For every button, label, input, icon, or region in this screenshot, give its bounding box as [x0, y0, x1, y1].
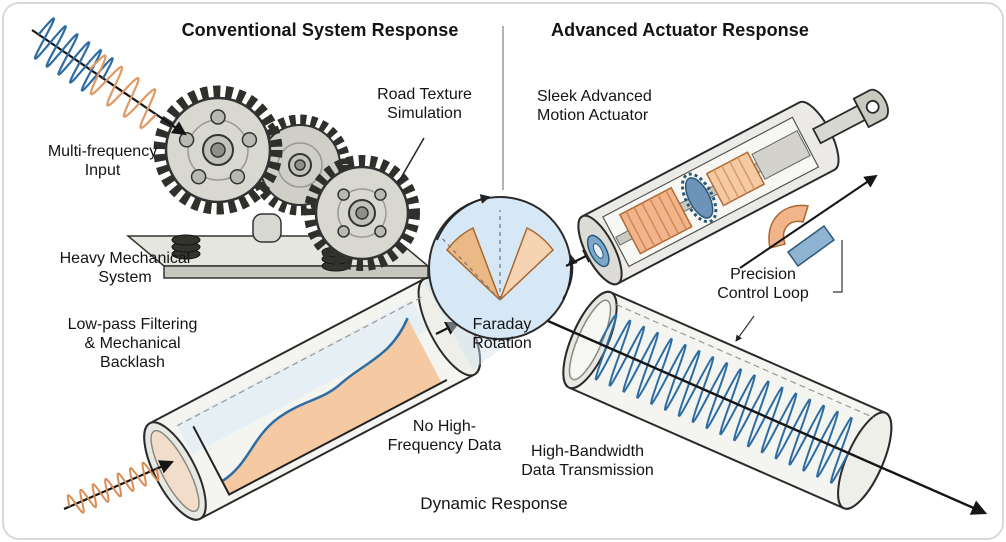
gear-system-illustration: [125, 85, 431, 279]
input-wave-orange: [89, 54, 157, 130]
label-road-texture-simulation: Road Texture Simulation: [377, 86, 472, 122]
label-multi-frequency-input: Multi-frequency Input: [47, 143, 158, 179]
small-orange-wave: [66, 461, 160, 514]
clevis-hole: [865, 99, 880, 114]
title-conventional: Conventional System Response: [181, 20, 459, 40]
flow-arrow-circle-to-output: [547, 319, 988, 515]
label-dynamic-response: Dynamic Response: [420, 494, 568, 513]
rotation-arc-right: [562, 254, 578, 300]
actuator-illustration: [577, 88, 889, 286]
gear-front: [304, 155, 420, 271]
lowpass-cylinder-illustration: [143, 276, 482, 521]
input-wave-blue: [33, 17, 114, 92]
label-heavy-mechanical-system: Heavy Mechanical System: [59, 250, 191, 286]
precision-vane: [768, 204, 809, 249]
label-precision-control-loop: Precision Control Loop: [717, 266, 809, 302]
faraday-lobe-right: [499, 226, 554, 301]
precision-connector-line: [833, 240, 843, 293]
bearing-block: [252, 213, 282, 243]
lowpass-axis: [192, 379, 448, 496]
faraday-rotation-diagram: [424, 194, 578, 370]
road-texture-pointer-line: [397, 137, 425, 184]
label-faraday-rotation: Faraday Rotation: [472, 316, 532, 352]
gear-large: [153, 85, 283, 215]
label-high-bandwidth: High-Bandwidth Data Transmission: [521, 443, 654, 479]
rotation-arc-left: [436, 194, 491, 241]
bottom-left-input-wave: [63, 460, 174, 514]
label-low-pass-filtering: Low-pass Filtering & Mechanical Backlash: [67, 316, 198, 371]
label-no-high-frequency-data: No High- Frequency Data: [387, 418, 502, 454]
actuator-gear-teeth: [680, 172, 718, 224]
label-sleek-actuator: Sleek Advanced Motion Actuator: [537, 88, 652, 124]
title-advanced: Advanced Actuator Response: [551, 20, 809, 40]
actuator-coil-right: [705, 151, 766, 207]
actuator-gear: [684, 177, 714, 219]
precision-part-illustration: [735, 204, 843, 342]
precision-flow-arrow: [739, 174, 878, 269]
multi-frequency-input-wave: [31, 17, 187, 136]
lowpass-response-curve: [221, 317, 409, 483]
precision-pointer-arrow: [735, 315, 755, 342]
precision-clamp: [786, 224, 836, 268]
lowpass-response-area: [222, 318, 442, 495]
flow-arrow-cylinder-to-circle: [435, 322, 460, 335]
faraday-lobe-left: [446, 226, 501, 301]
